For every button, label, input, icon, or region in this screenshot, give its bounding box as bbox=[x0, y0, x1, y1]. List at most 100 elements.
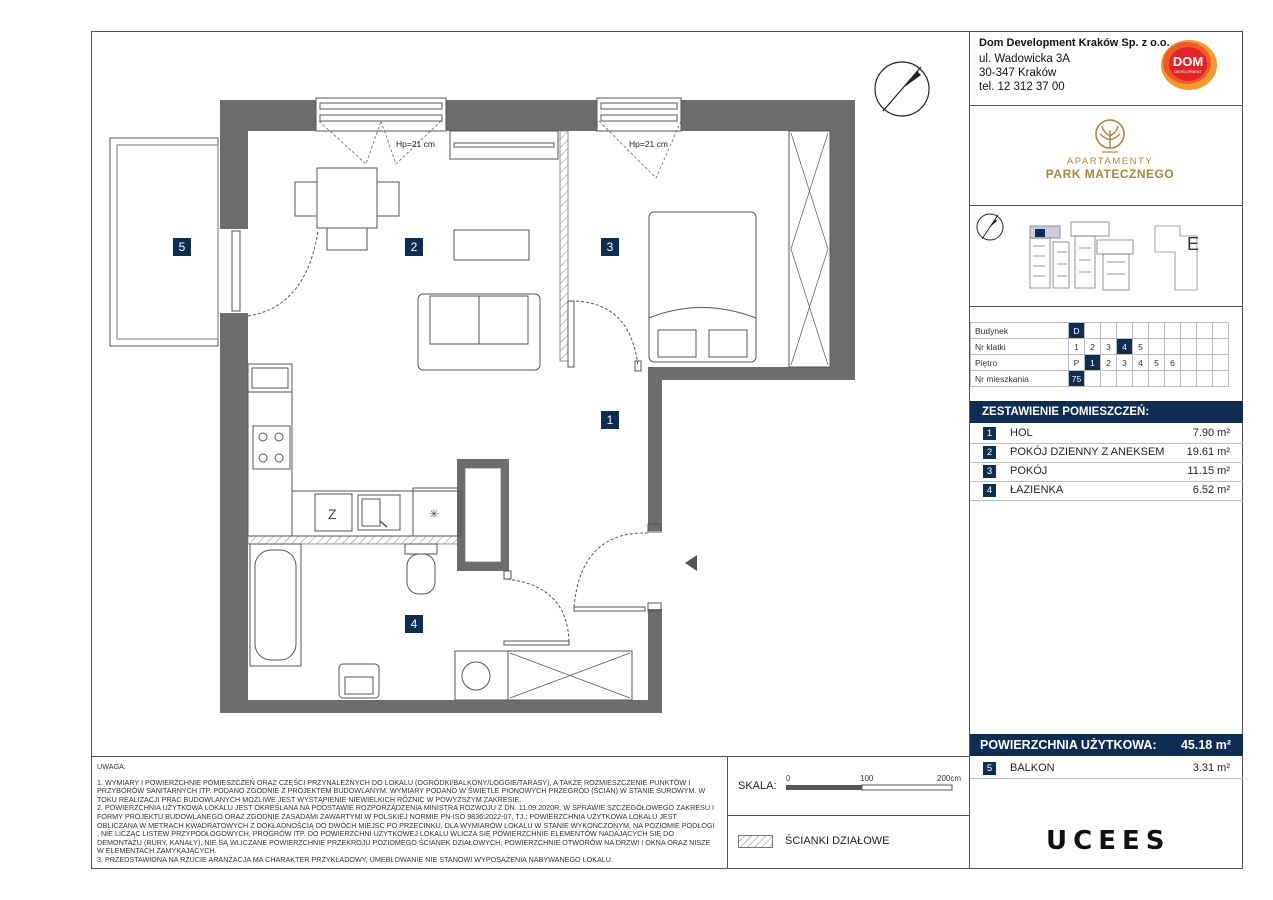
sill-height-label: Hp=21 cm bbox=[629, 139, 668, 149]
notes-paragraph: 2. POWIERZCHNIA UŻYTKOWA LOKALU JEST OKR… bbox=[97, 803, 715, 856]
room-area: 3.31 m² bbox=[1192, 762, 1230, 774]
project-divider bbox=[970, 205, 1243, 206]
info-cell: 3 bbox=[1100, 338, 1117, 355]
apartment-info-table: Budynek D Nr klatki 1 2 3 4 5 Piętro P 1… bbox=[970, 322, 1229, 387]
room-row: 4 ŁAZIENKA 6.52 m² bbox=[970, 481, 1243, 501]
partition-walls bbox=[247, 130, 569, 571]
info-label: Budynek bbox=[970, 322, 1069, 339]
ucees-logo: UCEES bbox=[1046, 827, 1170, 855]
company-phone: tel. 12 312 37 00 bbox=[979, 81, 1065, 93]
keyplan-highlight bbox=[1035, 229, 1045, 237]
doors bbox=[247, 230, 662, 646]
scale-tick-0: 0 bbox=[786, 774, 791, 783]
room-area: 11.15 m² bbox=[1187, 465, 1230, 477]
wardrobe bbox=[788, 130, 831, 368]
sheet-divider-vertical bbox=[969, 31, 970, 869]
notes-block: UWAGA: 1. WYMIARY I POWIERZCHNIE POMIESZ… bbox=[97, 762, 717, 865]
info-row-building: Budynek D bbox=[970, 322, 1229, 339]
info-cell: 3 bbox=[1116, 354, 1133, 371]
info-cell: D bbox=[1068, 322, 1085, 339]
usable-area-value: 45.18 m² bbox=[1180, 738, 1231, 752]
usable-area-label: POWIERZCHNIA UŻYTKOWA: bbox=[980, 738, 1157, 752]
dom-development-logo: DOM DEVELOPMENT bbox=[1161, 40, 1217, 90]
info-cell: 1 bbox=[1084, 354, 1101, 371]
window-swing-lines bbox=[318, 120, 682, 179]
project-logo: APARTAMENTY PARK MATECZNEGO bbox=[1030, 118, 1190, 181]
info-row-floor: Piętro P 1 2 3 4 5 6 bbox=[970, 354, 1229, 371]
dom-logo-subtext: DEVELOPMENT bbox=[1174, 70, 1202, 74]
fridge-label: Z bbox=[328, 506, 337, 522]
bed bbox=[648, 211, 757, 363]
room-tag-1: 1 bbox=[601, 411, 619, 429]
exterior-walls bbox=[220, 100, 855, 713]
key-plan: E bbox=[976, 213, 1199, 291]
room-area: 7.90 m² bbox=[1192, 427, 1230, 439]
kitchen bbox=[247, 363, 462, 537]
room-area: 19.61 m² bbox=[1186, 446, 1230, 458]
room-name: POKÓJ DZIENNY Z ANEKSEM bbox=[1010, 446, 1165, 458]
project-name-line1: APARTAMENTY bbox=[1066, 156, 1154, 167]
keyplan-compass-icon bbox=[976, 213, 1004, 241]
room-tag-5: 5 bbox=[173, 238, 191, 256]
info-cell: 4 bbox=[1132, 354, 1149, 371]
info-cell: 6 bbox=[1164, 354, 1181, 371]
company-name: Dom Development Kraków Sp. z o.o. bbox=[979, 37, 1170, 49]
info-row-apartment: Nr mieszkania 75 bbox=[970, 370, 1229, 387]
project-name-line2: PARK MATECZNEGO bbox=[1045, 167, 1175, 181]
info-cell: 2 bbox=[1084, 338, 1101, 355]
scale-bar bbox=[786, 784, 953, 791]
tree-icon bbox=[1095, 119, 1125, 153]
room-number-badge: 3 bbox=[983, 465, 996, 478]
room-tag-4: 4 bbox=[405, 615, 423, 633]
room-number-badge: 2 bbox=[983, 446, 996, 459]
floor-plan: Hp=21 cm Hp=21 cm bbox=[109, 61, 930, 713]
usable-area-bar: POWIERZCHNIA UŻYTKOWA: 45.18 m² bbox=[970, 734, 1243, 756]
tv-cabinet bbox=[449, 130, 559, 160]
info-cell: P bbox=[1068, 354, 1085, 371]
entrance-arrow-icon bbox=[685, 555, 697, 571]
north-compass-icon bbox=[874, 61, 930, 117]
keyplan-building-letter: E bbox=[1187, 234, 1199, 254]
room-tag-2: 2 bbox=[405, 238, 423, 256]
balcony-door-opening bbox=[220, 229, 248, 313]
info-cell: 5 bbox=[1132, 338, 1149, 355]
rooms-header: ZESTAWIENIE POMIESZCZEŃ: bbox=[970, 401, 1243, 423]
keyplan-buildings bbox=[1029, 221, 1198, 291]
scale-tick-200: 200cm bbox=[937, 774, 962, 783]
scale-tick-100: 100 bbox=[860, 774, 874, 783]
room-number-badge: 1 bbox=[983, 427, 996, 440]
sofa bbox=[417, 293, 541, 371]
dining-table bbox=[294, 167, 400, 251]
room-name: ŁAZIENKA bbox=[1010, 484, 1064, 496]
room-row: 1 HOL 7.90 m² bbox=[970, 424, 1243, 444]
company-city: 30-347 Kraków bbox=[979, 67, 1057, 79]
keyplan-divider bbox=[970, 306, 1243, 307]
scale-label: SKALA: bbox=[738, 780, 777, 792]
notes-title: UWAGA: bbox=[97, 762, 126, 771]
notes-divider bbox=[727, 756, 728, 869]
dom-logo-text: DOM bbox=[1173, 54, 1203, 69]
room-tag-3: 3 bbox=[601, 238, 619, 256]
balcony-row: 5 BALKON 3.31 m² bbox=[970, 759, 1243, 779]
room-name: POKÓJ bbox=[1010, 465, 1048, 477]
sheet-divider-bottom bbox=[91, 756, 970, 757]
partition-legend-label: ŚCIANKI DZIAŁOWE bbox=[785, 835, 890, 847]
bathroom-fixtures bbox=[249, 543, 633, 701]
room-number-badge: 5 bbox=[983, 762, 996, 775]
balcony bbox=[109, 137, 219, 347]
ucees-logo-text: UCEES bbox=[1046, 826, 1171, 856]
coffee-table bbox=[453, 229, 530, 261]
info-label: Nr mieszkania bbox=[970, 370, 1069, 387]
room-row: 3 POKÓJ 11.15 m² bbox=[970, 462, 1243, 482]
scale-divider bbox=[727, 815, 970, 816]
sill-height-label: Hp=21 cm bbox=[396, 139, 435, 149]
info-cell: 2 bbox=[1100, 354, 1117, 371]
info-cell: 1 bbox=[1068, 338, 1085, 355]
room-name: BALKON bbox=[1010, 762, 1055, 774]
info-cell: 4 bbox=[1116, 338, 1133, 355]
info-row-staircase: Nr klatki 1 2 3 4 5 bbox=[970, 338, 1229, 355]
room-area: 6.52 m² bbox=[1192, 484, 1230, 496]
info-label: Nr klatki bbox=[970, 338, 1069, 355]
info-label: Piętro bbox=[970, 354, 1069, 371]
room-number-badge: 4 bbox=[983, 484, 996, 497]
